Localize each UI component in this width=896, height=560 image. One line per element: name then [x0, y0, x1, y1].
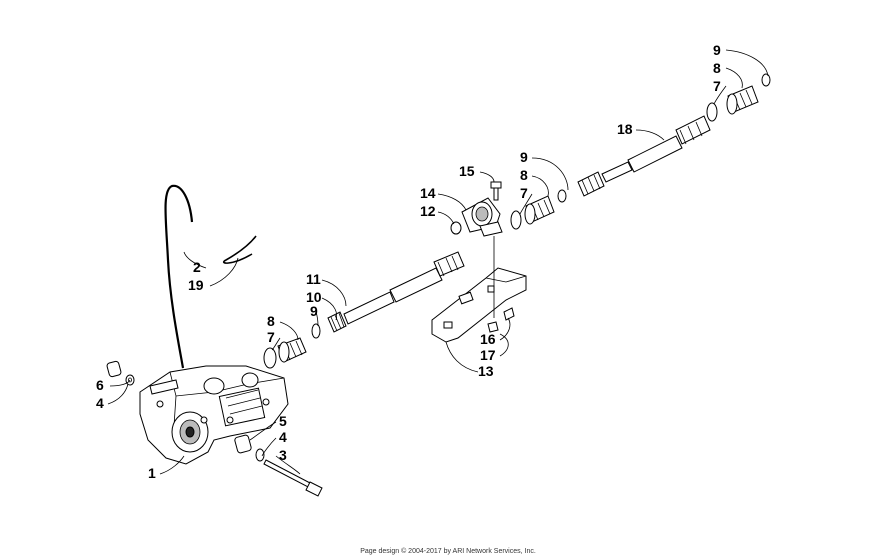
mounting-bracket[interactable]: [431, 267, 527, 343]
callout-4-right: 4: [279, 429, 287, 445]
boot-kit-lower[interactable]: [263, 323, 321, 369]
callout-labels: 9 8 7 18 15 9 8 7 14 12 11 10 9 8 7 2 19…: [96, 42, 721, 481]
leader-lines: [107, 49, 769, 475]
callout-17: 17: [480, 347, 496, 363]
callout-10: 10: [306, 289, 322, 305]
callout-3: 3: [279, 447, 287, 463]
front-drive-shaft-upper[interactable]: [577, 115, 711, 197]
callout-13: 13: [478, 363, 494, 379]
callout-9-top: 9: [713, 42, 721, 58]
boot-kit-upper[interactable]: [706, 73, 771, 122]
callout-8-low: 8: [267, 313, 275, 329]
callout-11: 11: [306, 271, 321, 287]
callout-4-left: 4: [96, 395, 104, 411]
copyright-footer: Page design © 2004-2017 by ARI Network S…: [360, 548, 536, 555]
callout-15: 15: [459, 163, 475, 179]
callout-1: 1: [148, 465, 156, 481]
callout-6: 6: [96, 377, 104, 393]
callout-8-top: 8: [713, 60, 721, 76]
callout-7-top: 7: [713, 78, 721, 94]
mount-bolt-assembly[interactable]: [234, 434, 323, 497]
hose-clamp[interactable]: [223, 235, 257, 264]
mount-bushing-left[interactable]: [106, 360, 135, 386]
callout-2: 2: [193, 259, 201, 275]
callout-7-low: 7: [267, 329, 275, 345]
callout-7-mid: 7: [520, 185, 528, 201]
front-drive-shaft-lower[interactable]: [327, 251, 465, 333]
callout-18: 18: [617, 121, 633, 137]
front-gearcase[interactable]: [139, 365, 289, 465]
callout-16: 16: [480, 331, 496, 347]
callout-9-low: 9: [310, 303, 318, 319]
callout-19: 19: [188, 277, 204, 293]
callout-9-mid: 9: [520, 149, 528, 165]
callout-5: 5: [279, 413, 287, 429]
callout-12: 12: [420, 203, 436, 219]
callout-8-mid: 8: [520, 167, 528, 183]
callout-14: 14: [420, 185, 436, 201]
carrier-bearing[interactable]: [450, 181, 503, 237]
boot-kit-middle[interactable]: [510, 189, 567, 230]
